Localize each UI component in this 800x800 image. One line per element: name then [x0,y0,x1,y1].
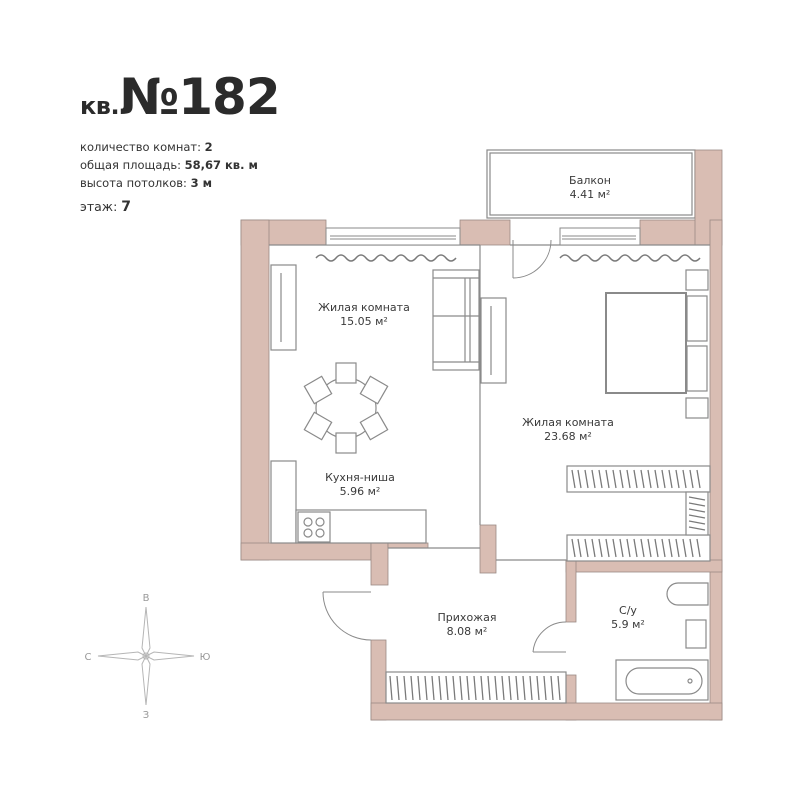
curtains [315,254,701,262]
furniture [270,264,711,704]
compass-east: Ю [200,652,211,663]
windows [325,227,641,246]
walls [240,149,723,721]
compass-south: З [143,710,149,721]
room-name-living2: Жилая комната [522,416,614,429]
room-area-balcony: 4.41 м² [570,188,611,201]
room-name-bathroom: С/у [619,604,637,617]
rooms-count: количество комнат: 2 [80,140,213,154]
doors [322,591,567,653]
floor-number: этаж: 7 [80,199,132,215]
room-name-balcony: Балкон [569,174,611,187]
room-area-kitchen: 5.96 м² [340,485,381,498]
room-name-living1: Жилая комната [318,301,410,314]
room-name-hallway: Прихожая [438,611,497,624]
compass-north: В [143,593,150,604]
apartment-number: №182 [119,68,281,126]
room-area-bathroom: 5.9 м² [611,618,645,631]
balcony-door [512,239,552,279]
ceiling-height: высота потолков: 3 м [80,176,212,190]
room-name-kitchen: Кухня-ниша [325,471,395,484]
room-area-living2: 23.68 м² [544,430,592,443]
room-area-hallway: 8.08 м² [447,625,488,638]
apartment-title: кв. №182 [80,68,281,126]
wardrobe-hatching [389,469,706,701]
room-area-living1: 15.05 м² [340,315,388,328]
total-area: общая площадь: 58,67 кв. м [80,158,258,172]
apartment-info: количество комнат: 2 общая площадь: 58,6… [80,138,258,216]
compass-rose-icon: В З С Ю [85,593,211,721]
balcony-outline [486,149,696,219]
apartment-prefix: кв. [80,92,120,120]
compass-west: С [85,652,92,663]
